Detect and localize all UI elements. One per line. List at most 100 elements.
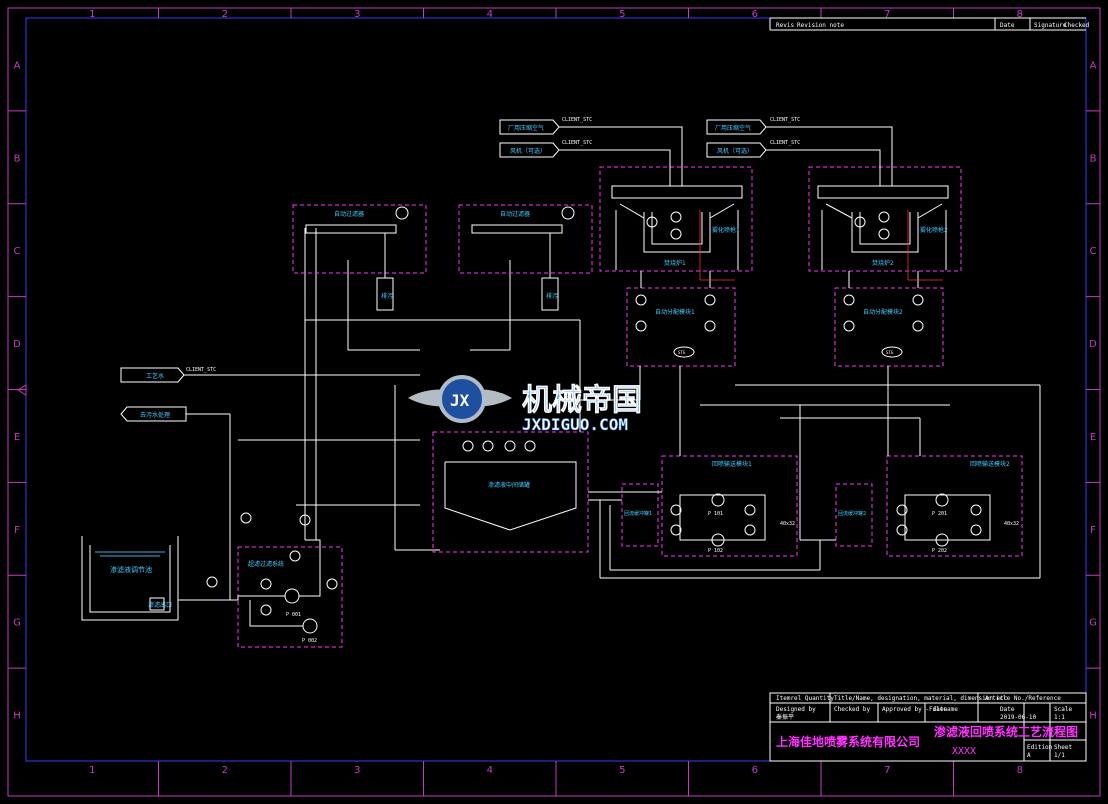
feed-skid-2-label: 回喷输送模块2	[970, 460, 1010, 468]
grid-col-top-8: 8	[1017, 9, 1023, 20]
leachate-pool: 渗滤液调节池 渗滤出口	[81, 536, 179, 621]
control-2-label: 自动分配模块2	[863, 308, 903, 316]
control-module-1: 自动分配模块1 STG	[626, 287, 736, 367]
grid-col-bottom-5: 5	[619, 765, 625, 776]
watermark-url: JXDIGUO.COM	[522, 415, 628, 434]
storage-tank: 渗滤液中间储罐	[432, 431, 589, 553]
factory-air-2-label: 厂用压缩空气	[715, 124, 751, 132]
top-utilities: 厂用压缩空气 风机（可选） CLIENT_STC CLIENT_STC 厂用压缩…	[499, 117, 893, 186]
filter-unit: 超滤过滤系统 P 001 P 002	[178, 539, 343, 648]
grid-col-bottom-3: 3	[354, 765, 360, 776]
tb-checked-by: Checked by	[834, 706, 871, 713]
pump-p001-label: P 001	[286, 612, 301, 618]
red-signal-lines	[699, 210, 943, 281]
grid-col-bottom-8: 8	[1017, 765, 1023, 776]
grid-row-right-A: A	[1090, 60, 1097, 71]
rev-note-label: Revision note	[797, 22, 844, 29]
grid-col-top-6: 6	[752, 9, 758, 20]
watermark-gear-icon	[438, 375, 486, 423]
grid-col-bottom-2: 2	[222, 765, 228, 776]
sub-tank-2-label: 回流缓冲罐2	[838, 510, 866, 517]
rev-signature-label: Signature	[1034, 22, 1067, 29]
rev-label: Revis	[776, 22, 794, 29]
grid-row-right-D: D	[1089, 339, 1097, 350]
grid-col-bottom-7: 7	[884, 765, 890, 776]
client-stc-2: CLIENT_STC	[562, 117, 592, 123]
to-drain-label: 去污水处理	[140, 411, 170, 419]
client-stc-1: CLIENT_STC	[186, 367, 216, 373]
tb-desc-header: Title/Name, designation, material, dimen…	[834, 695, 1008, 702]
control-module-2: 自动分配模块2 STG	[834, 287, 944, 367]
tb-scale-label: Scale	[1054, 706, 1072, 713]
grid-col-top-4: 4	[487, 9, 493, 20]
tb-code: XXXX	[952, 746, 976, 757]
feed-skid-1: 回喷输送模块1 P 101 P 102 40x32	[661, 455, 798, 557]
filter-outlet-label: 渗滤出口	[148, 601, 172, 609]
tb-edition-label: Edition	[1027, 744, 1053, 751]
center-marker	[17, 384, 27, 396]
furnace-1-label: 焚烧炉1	[664, 259, 686, 267]
main-piping-left	[229, 228, 580, 600]
tb-quantity: Itemrel Quantity	[776, 695, 834, 702]
tb-date: 2019-06-10	[1000, 714, 1037, 721]
grid-col-top-7: 7	[884, 9, 890, 20]
grid-row-right-C: C	[1090, 246, 1097, 257]
tb-article: Article No./Reference	[985, 695, 1061, 702]
pump-p201-label: P 201	[932, 511, 947, 517]
tb-filename: Filename	[929, 706, 958, 713]
dn-label-1: 40x32	[780, 521, 795, 527]
auto-valve-1-label: 自动过滤器	[334, 210, 364, 218]
grid-row-right-F: F	[1090, 525, 1096, 536]
filter-unit-label: 超滤过滤系统	[248, 560, 284, 568]
grid-row-left-A: A	[14, 60, 21, 71]
grid-row-right-E: E	[1090, 432, 1096, 443]
sub-tank-1-label: 回流缓冲罐1	[624, 510, 652, 517]
sewage-2-label: 排污	[546, 292, 558, 300]
control-1-label: 自动分配模块1	[655, 308, 695, 316]
stg-1-label: STG	[678, 350, 686, 355]
client-stc-4: CLIENT_STC	[770, 117, 800, 123]
air-1-label: 风机（可选）	[510, 147, 546, 155]
air-2-label: 风机（可选）	[717, 147, 753, 155]
outer-border	[7, 7, 1101, 797]
atomizer-2-label: 雾化喷枪2	[920, 226, 948, 234]
auto-filter-1: 自动过滤器 排污	[292, 204, 427, 311]
furnace-unit-1: 雾化喷枪1 焚烧炉1	[599, 166, 753, 272]
grid-row-left-H: H	[13, 711, 21, 722]
pump-p002-label: P 002	[302, 638, 317, 644]
main-piping-right	[560, 271, 1041, 579]
furnace-2-label: 焚烧炉2	[872, 259, 894, 267]
grid-row-right-B: B	[1090, 153, 1097, 164]
grid-col-bottom-1: 1	[89, 765, 95, 776]
pump-p102-label: P 102	[708, 548, 723, 554]
feed-skid-2: 回喷输送模块2 P 201 P 202 40x32	[886, 455, 1023, 557]
sewage-1-label: 排污	[381, 292, 393, 300]
tb-designed-by: 秦振平	[776, 713, 794, 721]
grid-row-left-F: F	[14, 525, 20, 536]
utility-inputs: 工艺水 去污水处理 CLIENT_STC	[120, 367, 420, 422]
furnace-unit-2: 雾化喷枪2 焚烧炉2	[808, 166, 962, 272]
tb-title: 渗滤液回喷系统工艺流程图	[934, 724, 1078, 739]
rev-checked-label: Checked	[1064, 22, 1090, 29]
tb-edition: A	[1027, 752, 1031, 759]
process-water-label: 工艺水	[146, 372, 164, 380]
grid-row-right-G: G	[1089, 618, 1097, 629]
grid-col-top-3: 3	[354, 9, 360, 20]
tb-sheet: 1/1	[1054, 752, 1065, 759]
rev-date-label: Date	[1000, 22, 1015, 29]
grid-row-right-H: H	[1089, 711, 1097, 722]
tb-sheet-label: Sheet	[1054, 744, 1072, 751]
watermark-name: 机械帝国	[522, 383, 642, 418]
auto-filter-2: 自动过滤器 排污	[458, 204, 593, 311]
tb-scale: 1:1	[1054, 714, 1065, 721]
storage-tank-label: 渗滤液中间储罐	[488, 481, 530, 489]
grid-row-left-B: B	[14, 153, 21, 164]
grid-row-left-D: D	[13, 339, 21, 350]
grid-row-left-G: G	[13, 618, 21, 629]
watermark-logo-text: JX	[450, 391, 470, 410]
leachate-pool-label: 渗滤液调节池	[110, 565, 152, 574]
grid-row-left-C: C	[14, 246, 21, 257]
client-stc-5: CLIENT_STC	[770, 140, 800, 146]
